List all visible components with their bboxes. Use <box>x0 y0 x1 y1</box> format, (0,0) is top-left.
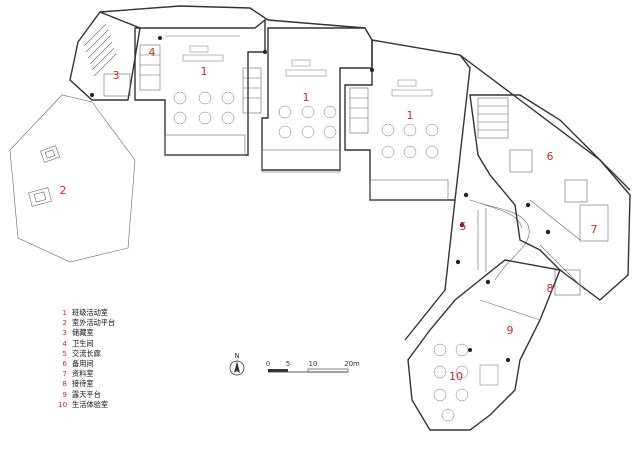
scale-tick-10: 10 <box>309 360 318 368</box>
scale-tick-0: 0 <box>266 360 270 368</box>
desks-left <box>173 45 235 125</box>
room-number-1b: 1 <box>303 91 310 104</box>
outdoor-platform-outline <box>9 94 136 263</box>
left-stair-block <box>69 11 141 101</box>
room-number-1a: 1 <box>201 65 208 78</box>
room-number-8: 8 <box>547 282 554 295</box>
room-number-6: 6 <box>547 150 554 163</box>
north-arrow: N <box>229 352 245 376</box>
room-number-7: 7 <box>591 223 598 236</box>
scale-tick-5: 5 <box>286 360 290 368</box>
room-number-1c: 1 <box>407 109 414 122</box>
wc-right <box>349 87 369 134</box>
north-label: N <box>234 352 239 360</box>
classroom-block-middle <box>242 19 373 173</box>
columns <box>90 36 551 362</box>
desks-right <box>381 79 439 159</box>
room-number-5: 5 <box>460 220 467 233</box>
room-labels: 1 1 1 2 3 4 5 6 7 8 9 10 <box>60 46 598 383</box>
desks-south <box>433 343 499 422</box>
room-number-3: 3 <box>113 69 120 82</box>
east-wing <box>469 94 631 301</box>
scale-bar: 0 5 10 20m <box>266 360 360 373</box>
south-wing <box>407 259 561 431</box>
classroom-block-left <box>99 5 269 156</box>
classroom-block-right <box>344 39 471 201</box>
desks-middle <box>278 59 337 139</box>
platform-decor <box>28 145 60 207</box>
scale-tick-20: 20m <box>344 360 360 368</box>
room-number-10: 10 <box>449 370 463 383</box>
room-number-9: 9 <box>507 324 514 337</box>
room-number-2: 2 <box>60 184 67 197</box>
wc-left <box>139 44 161 91</box>
room-number-4: 4 <box>149 46 156 59</box>
wc-middle <box>242 67 262 114</box>
